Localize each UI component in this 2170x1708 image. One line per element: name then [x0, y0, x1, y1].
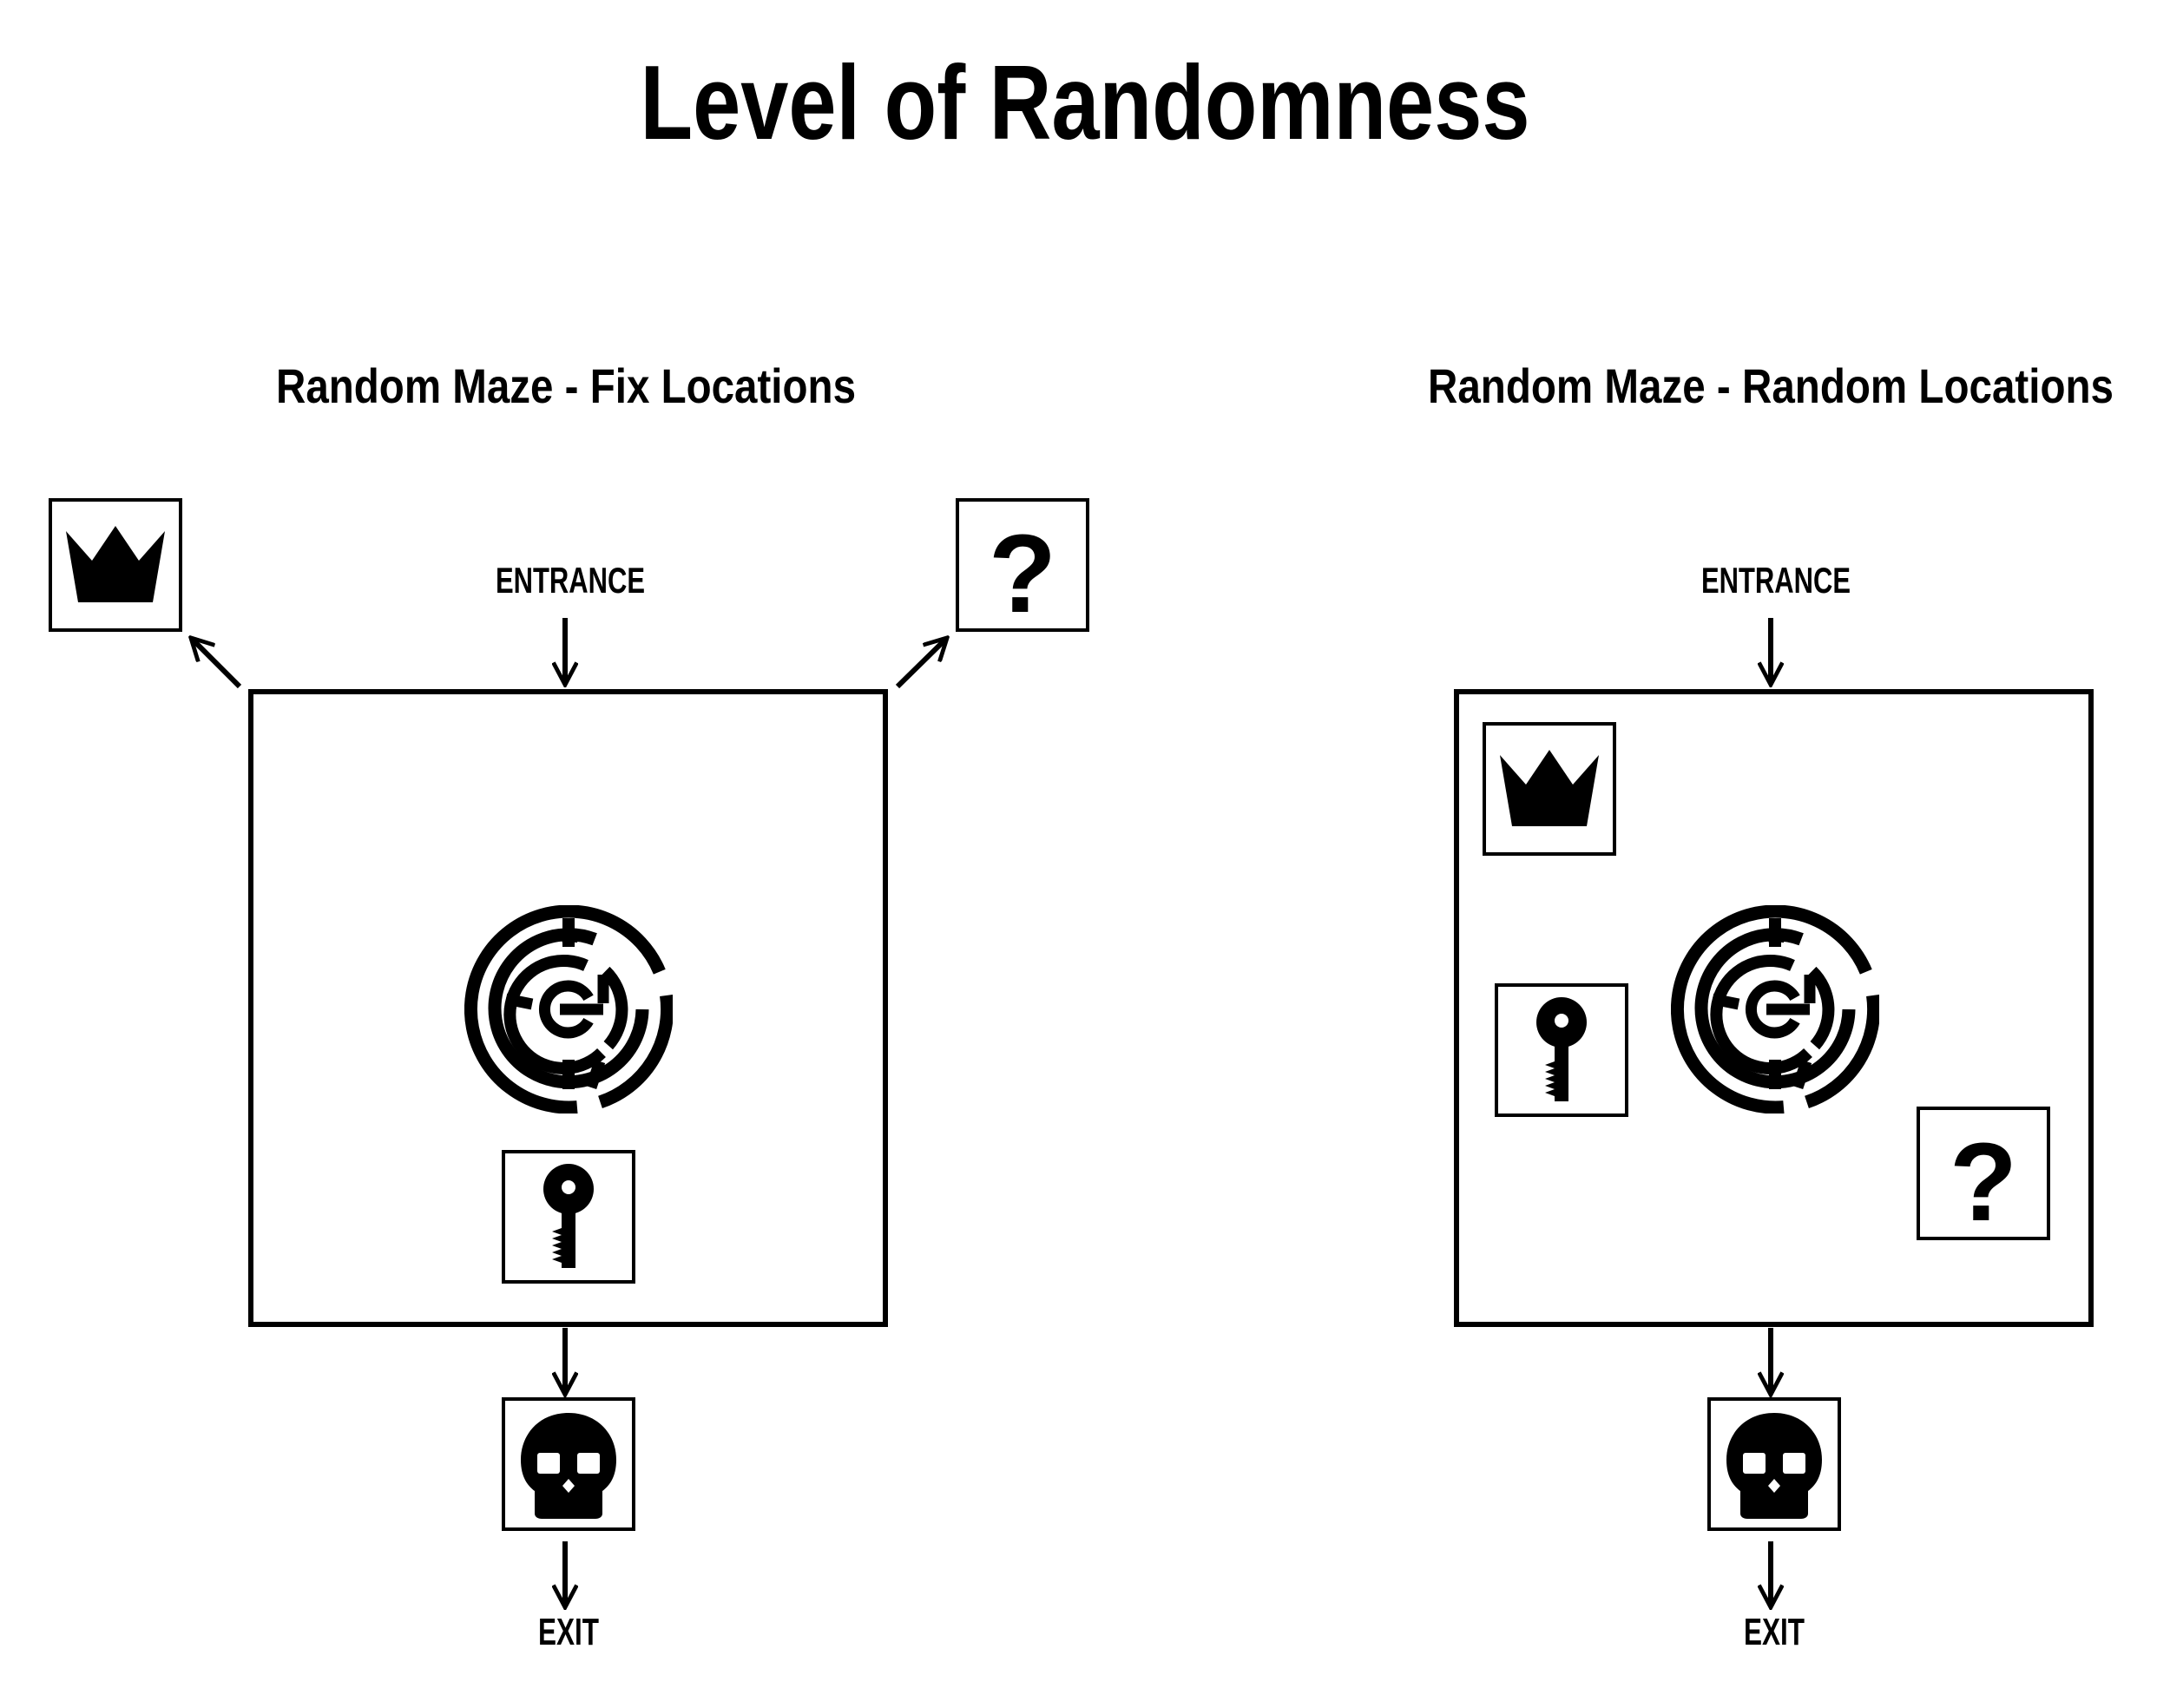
panel-fix-locations: Random Maze - Fix Locations ENTRANCE ?: [49, 358, 1089, 1653]
question-mark-icon: ?: [1950, 1120, 2017, 1245]
skull-icon: [1726, 1413, 1822, 1519]
maze-boundary: [248, 689, 888, 1327]
page-title: Level of Randomness: [641, 43, 1530, 161]
maze-icon: [470, 911, 667, 1107]
question-tile: ?: [956, 498, 1089, 636]
panel-random-locations: Random Maze - Random Locations ENTRANCE …: [1428, 358, 2114, 1653]
crown-tile: [1483, 722, 1616, 856]
crown-arrow: [193, 640, 242, 689]
question-arrow: [895, 640, 945, 689]
entrance-label: ENTRANCE: [496, 560, 645, 601]
crown-tile: [49, 498, 182, 632]
panel-heading: Random Maze - Fix Locations: [276, 358, 856, 413]
key-tile: [1495, 983, 1628, 1117]
exit-label: EXIT: [1744, 1611, 1805, 1653]
skull-tile: [502, 1397, 635, 1531]
skull-tile: [1707, 1397, 1841, 1531]
question-tile: ?: [1917, 1107, 2050, 1245]
entrance-label: ENTRANCE: [1701, 560, 1851, 601]
exit-label: EXIT: [538, 1611, 599, 1653]
key-tile: [502, 1150, 635, 1284]
skull-icon: [521, 1413, 616, 1519]
question-mark-icon: ?: [989, 512, 1056, 636]
panel-heading: Random Maze - Random Locations: [1428, 358, 2114, 413]
maze-boundary: [1454, 689, 2094, 1327]
maze-icon: [1677, 911, 1873, 1107]
